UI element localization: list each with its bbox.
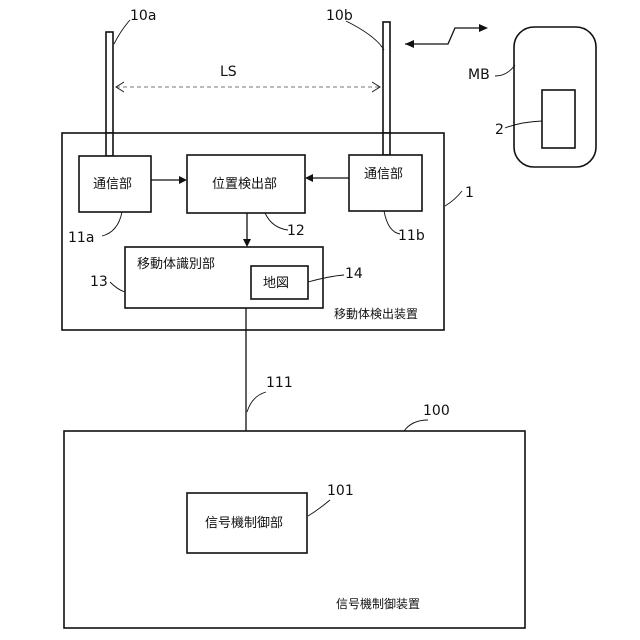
device-ref: 1 [465, 185, 474, 201]
mobile-body: MB 2 [468, 27, 596, 167]
link-ref: 111 [266, 375, 293, 391]
controller-caption: 信号機制御装置 [336, 596, 420, 611]
comm-left-label: 通信部 [93, 177, 132, 192]
position-ref: 12 [287, 223, 305, 239]
antenna-left-ref: 10a [130, 8, 156, 24]
unit-ref: 101 [327, 483, 354, 499]
device-caption: 移動体検出装置 [334, 307, 418, 321]
mobile-inner-ref: 2 [495, 122, 504, 138]
comm-right-ref: 11b [398, 228, 425, 244]
comm-left-ref: 11a [68, 230, 94, 246]
antenna-spacing: LS [116, 64, 380, 92]
wireless-link-icon [405, 24, 488, 48]
identify-label: 移動体識別部 [137, 257, 215, 272]
spacing-label: LS [220, 64, 237, 80]
map-ref: 14 [345, 266, 363, 282]
map-label: 地図 [263, 276, 289, 291]
controller-ref: 100 [423, 403, 450, 419]
position-label: 位置検出部 [212, 177, 277, 192]
unit-label: 信号機制御部 [205, 516, 283, 531]
mobile-label: MB [468, 67, 490, 83]
identify-ref: 13 [90, 274, 108, 290]
comm-right-label: 通信部 [364, 167, 403, 182]
antenna-right-ref: 10b [326, 8, 353, 24]
